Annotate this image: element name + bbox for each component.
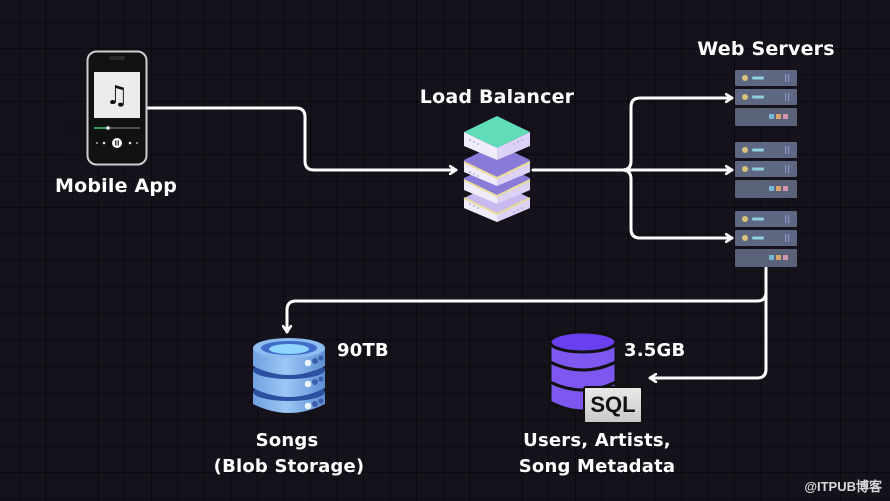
arrow-to-blob-storage — [287, 266, 768, 334]
load-balancer-icon — [463, 116, 531, 222]
blob-storage-label-line2: (Blob Storage) — [213, 456, 365, 477]
web-servers-label: Web Servers — [697, 38, 835, 60]
sql-badge: SQL — [583, 386, 643, 424]
arrow-to-web-server-1 — [620, 98, 734, 172]
mobile-app-label: Mobile App — [55, 175, 177, 197]
web-server-1-icon — [735, 70, 797, 126]
web-server-2-icon — [735, 142, 797, 198]
load-balancer-label: Load Balancer — [419, 86, 575, 108]
watermark: @ITPUB博客 — [804, 479, 882, 494]
sql-db-label-line1: Users, Artists, — [523, 430, 671, 451]
blob-storage-label-line1: Songs — [255, 430, 319, 451]
arrow-mobile-to-loadbalancer — [146, 106, 458, 170]
smartphone-music-player-icon: ♫ — [86, 50, 148, 166]
sql-db-label-line2: Song Metadata — [518, 456, 676, 477]
arrow-to-web-server-3 — [620, 168, 734, 238]
svg-text:♫: ♫ — [105, 81, 128, 111]
web-server-3-icon — [735, 211, 797, 267]
sql-db-size: 3.5GB — [624, 340, 686, 361]
blob-storage-size: 90TB — [337, 340, 389, 361]
database-icon — [253, 338, 325, 413]
arrow-to-sql-db — [648, 290, 768, 378]
